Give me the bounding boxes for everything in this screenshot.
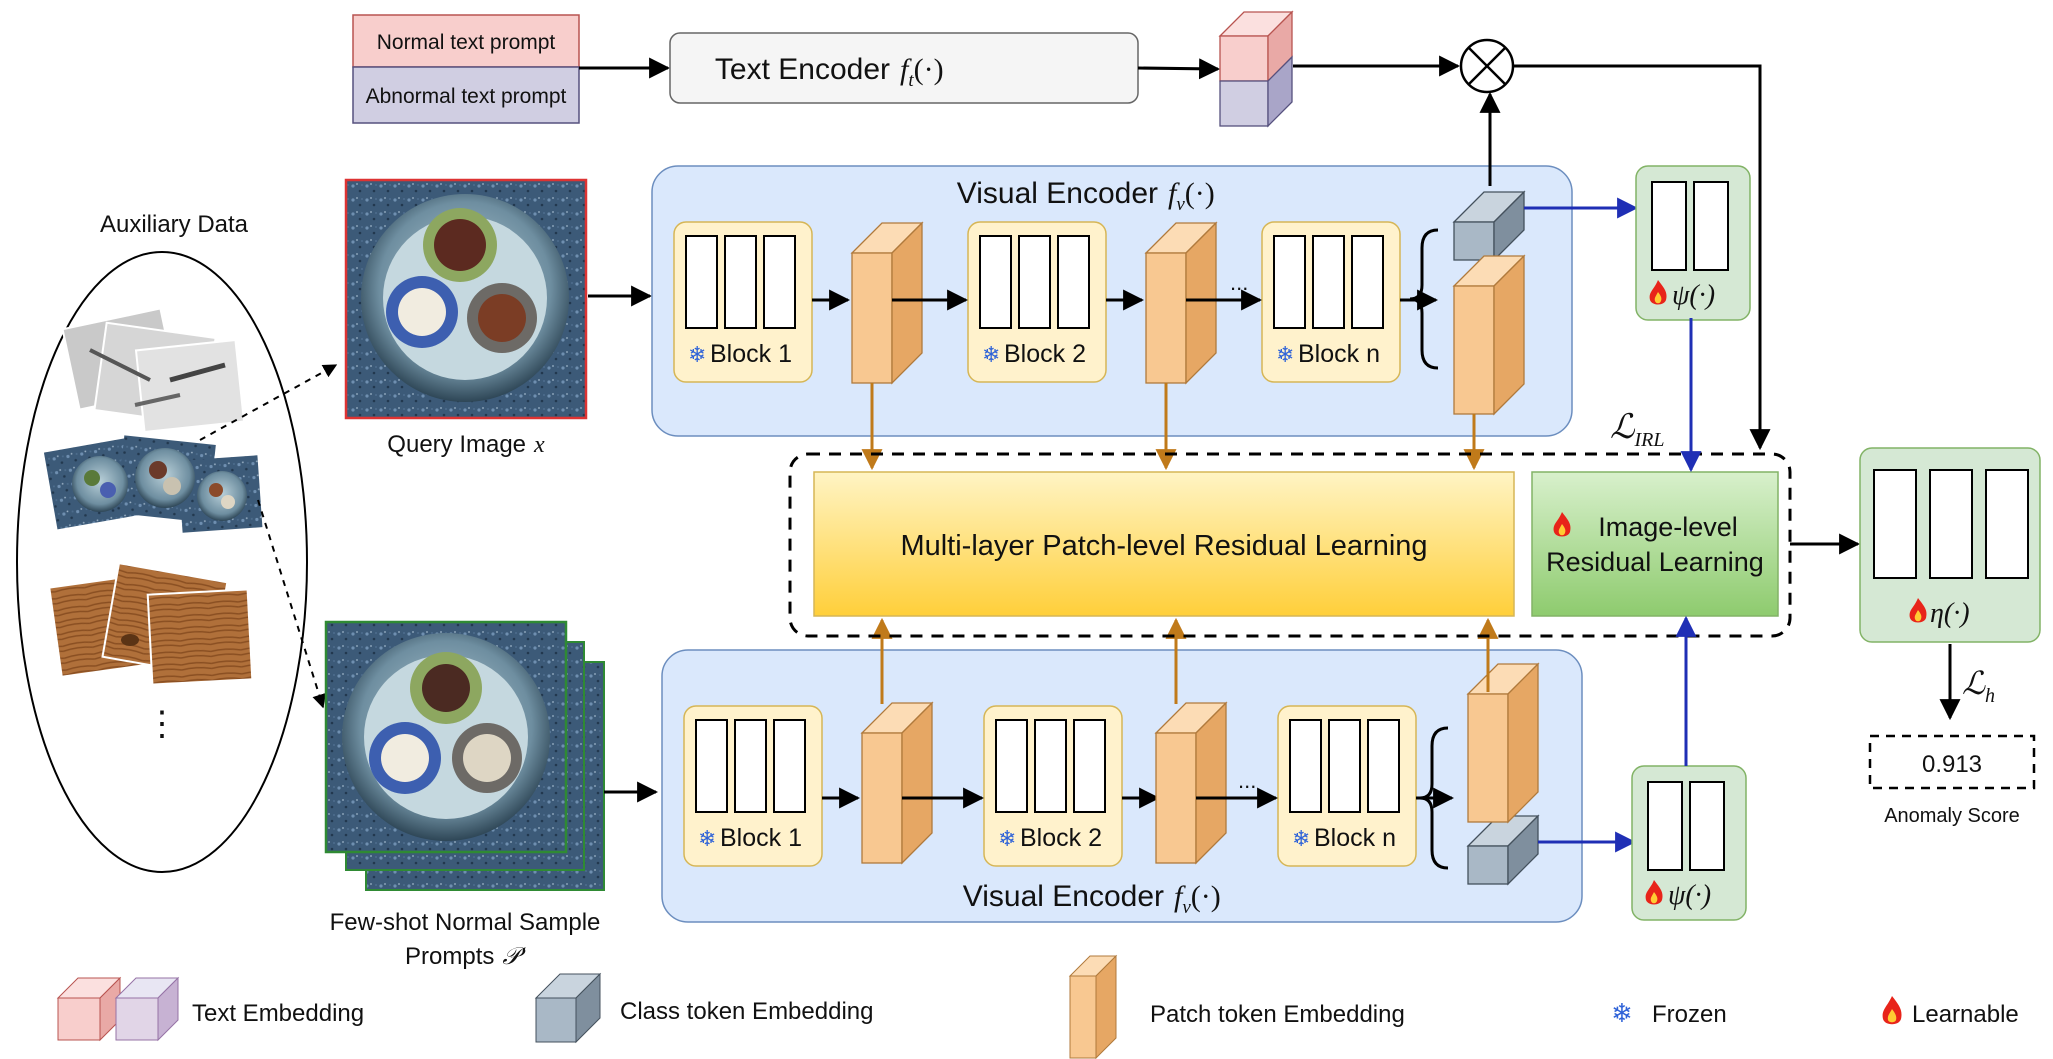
psi-label: ψ(·) xyxy=(1668,880,1711,911)
visual-encoder-top-symbol: fv(·) xyxy=(1168,177,1215,215)
final-patch-token-cube xyxy=(1452,254,1526,416)
psi-flame-icon xyxy=(1649,280,1667,305)
block-frozen-snowflake-icon: ❄ xyxy=(998,827,1016,852)
encoder-to-text-embedding-arrow xyxy=(1137,58,1221,80)
wood-images-stack xyxy=(48,562,254,686)
anomaly-score-box xyxy=(1868,734,2036,790)
class-token-cube xyxy=(1452,190,1526,262)
auxiliary-ellipsis: ⋮ xyxy=(145,705,179,743)
psi-flame-icon xyxy=(1645,880,1663,905)
psi-head-bottom: ψ(·) xyxy=(1631,765,1747,921)
legend-class-embedding-label: Class token Embedding xyxy=(620,998,873,1025)
eta-flame-icon xyxy=(1909,598,1927,623)
output-split-brace xyxy=(1419,726,1449,870)
aux-to-fewshot-dashed-arrow xyxy=(257,499,326,709)
patch-token-cube-2 xyxy=(1144,221,1218,385)
visual-encoder-bottom-label: Visual Encoder xyxy=(963,880,1164,913)
final-patch-token-cube xyxy=(1466,662,1540,824)
visual-encoder-bottom: ❄Block 1❄Block 2❄Block n... xyxy=(661,617,1637,923)
block-ellipsis: ... xyxy=(1238,768,1256,793)
image-residual-label-line1: Image-level xyxy=(1598,512,1738,542)
multiply-node-icon xyxy=(1459,38,1515,94)
psi-label: ψ(·) xyxy=(1672,280,1715,311)
abnormal-prompt-label: Abnormal text prompt xyxy=(366,85,567,108)
text-encoder-symbol: ft(·) xyxy=(900,53,944,91)
eta-label: η(·) xyxy=(1930,598,1970,629)
image-residual-box xyxy=(1531,471,1779,617)
legend-patch-embedding-icon xyxy=(1068,954,1118,1059)
loss-h-label: ℒh xyxy=(1962,665,1995,707)
fewshot-images-stack xyxy=(324,620,605,891)
anomaly-score-label: Anomaly Score xyxy=(1884,805,2020,827)
legend-learnable-flame-icon xyxy=(1882,996,1902,1025)
block-label: Block 2 xyxy=(1020,824,1102,852)
aux-to-query-dashed-arrow xyxy=(199,364,338,441)
block-ellipsis: ... xyxy=(1230,270,1248,295)
block-frozen-snowflake-icon: ❄ xyxy=(688,343,706,368)
patch-residual-box xyxy=(813,471,1515,617)
encoder-block-3: ❄Block n xyxy=(1277,705,1417,867)
legend-frozen-label: Frozen xyxy=(1652,1001,1727,1028)
visual-encoder-top-label: Visual Encoder xyxy=(957,177,1158,210)
image-residual-label-line2: Residual Learning xyxy=(1546,547,1764,577)
text-encoder-label: Text Encoder xyxy=(715,53,890,86)
normal-prompt-box xyxy=(352,14,580,68)
encoder-block-2: ❄Block 2 xyxy=(967,221,1107,383)
block-label: Block 1 xyxy=(710,340,792,368)
block-frozen-snowflake-icon: ❄ xyxy=(698,827,716,852)
block-frozen-snowflake-icon: ❄ xyxy=(1276,343,1294,368)
image-residual-flame-icon xyxy=(1553,512,1571,537)
block-label: Block 2 xyxy=(1004,340,1086,368)
patch-residual-label: Multi-layer Patch-level Residual Learnin… xyxy=(900,530,1427,562)
patch-token-cube-1 xyxy=(860,701,934,865)
screw-images-stack xyxy=(61,307,246,434)
patch-token-cube-2 xyxy=(1154,701,1228,865)
legend-learnable-label: Learnable xyxy=(1912,1001,2019,1028)
visual-encoder-bottom-symbol: fv(·) xyxy=(1174,880,1221,918)
text-embedding-cube xyxy=(1218,10,1294,128)
legend-text-embedding-icon xyxy=(56,976,180,1042)
loss-irl-label: ℒIRL xyxy=(1610,409,1665,451)
legend-text-embedding-label: Text Embedding xyxy=(192,1000,364,1027)
block-frozen-snowflake-icon: ❄ xyxy=(1292,827,1310,852)
encoder-block-1: ❄Block 1 xyxy=(683,705,823,867)
block-label: Block 1 xyxy=(720,824,802,852)
text-feature-to-eta-arrow xyxy=(1513,64,1771,451)
block-frozen-snowflake-icon: ❄ xyxy=(982,343,1000,368)
block-label: Block n xyxy=(1298,340,1380,368)
output-split-brace xyxy=(1409,228,1439,370)
legend-frozen-snowflake-icon: ❄ xyxy=(1611,999,1633,1029)
anomaly-score-value: 0.913 xyxy=(1922,751,1982,778)
fewshot-caption-line1: Few-shot Normal Sample xyxy=(330,909,601,936)
eta-head xyxy=(1859,447,2041,643)
visual-encoder-top: ❄Block 1❄Block 2❄Block n... xyxy=(651,91,1639,471)
auxiliary-data-title: Auxiliary Data xyxy=(100,211,249,238)
legend-patch-embedding-label: Patch token Embedding xyxy=(1150,1001,1405,1028)
psi-head-top: ψ(·) xyxy=(1635,165,1751,321)
patch-token-cube-1 xyxy=(850,221,924,385)
residual-learning-dashed-region xyxy=(788,452,1792,638)
block-label: Block n xyxy=(1314,824,1396,852)
normal-prompt-label: Normal text prompt xyxy=(377,31,556,54)
cable-images-stack xyxy=(43,435,263,533)
class-token-cube xyxy=(1466,814,1540,886)
abnormal-prompt-box xyxy=(352,66,580,124)
encoder-block-2: ❄Block 2 xyxy=(983,705,1123,867)
encoder-block-1: ❄Block 1 xyxy=(673,221,813,383)
encoder-block-3: ❄Block n xyxy=(1261,221,1401,383)
legend-class-embedding-icon xyxy=(534,972,602,1044)
query-image xyxy=(344,178,588,420)
